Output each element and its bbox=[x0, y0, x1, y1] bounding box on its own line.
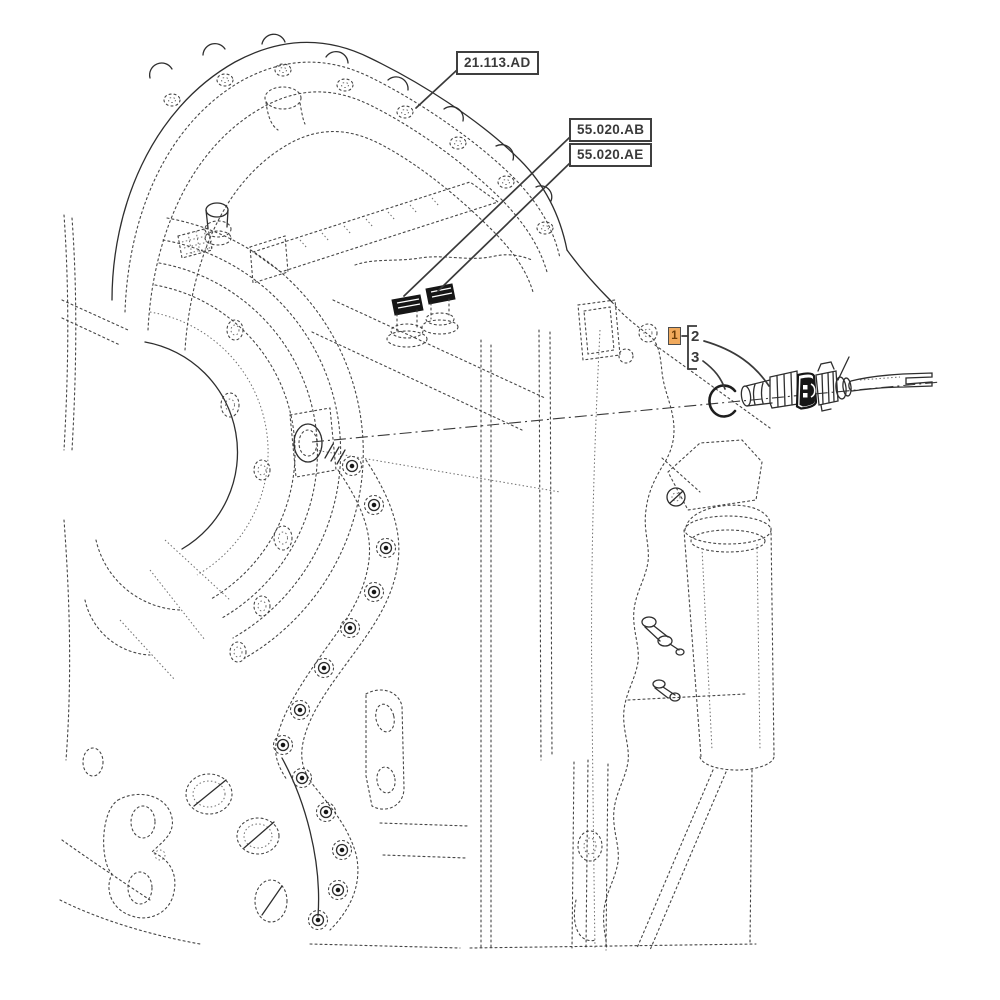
slotted-plug bbox=[185, 773, 233, 815]
axis-centerline bbox=[311, 381, 941, 493]
callout-3-label: 3 bbox=[691, 349, 700, 366]
slotted-plug bbox=[236, 817, 280, 855]
case-body bbox=[309, 249, 771, 951]
roller-chain bbox=[272, 443, 400, 931]
ref-label-55-020-AB[interactable]: 55.020.AB bbox=[569, 118, 653, 142]
accumulator-canister bbox=[636, 439, 775, 951]
vent-grille bbox=[177, 227, 214, 259]
hydraulic-fittings bbox=[641, 616, 685, 702]
harness-connector bbox=[815, 356, 933, 412]
side-bracket-oval-holes bbox=[365, 689, 405, 810]
callout-2-label: 2 bbox=[691, 328, 700, 345]
terminal-lead bbox=[848, 372, 933, 392]
callout-1-highlighted[interactable]: 1 bbox=[668, 327, 681, 345]
cross-beam bbox=[249, 86, 500, 284]
flange-bolt-holes bbox=[163, 63, 554, 235]
breather-cap bbox=[204, 202, 232, 246]
connector-port-left bbox=[386, 294, 428, 348]
callout-1-label: 1 bbox=[671, 330, 678, 342]
bottom-rib bbox=[571, 759, 609, 949]
bell-housing bbox=[59, 214, 364, 945]
sensor-boss bbox=[289, 407, 337, 478]
o-ring bbox=[708, 384, 737, 418]
chain-rollers bbox=[272, 455, 397, 931]
ref-label-21-113-AD[interactable]: 21.113.AD bbox=[456, 51, 539, 75]
ref-label-text: 55.020.AE bbox=[577, 147, 644, 162]
ref-label-text: 21.113.AD bbox=[464, 55, 531, 70]
speed-sensor bbox=[740, 370, 818, 410]
connector-port-right bbox=[421, 283, 459, 335]
callout-3[interactable]: 3 bbox=[691, 350, 699, 365]
slotted-plug bbox=[254, 879, 288, 923]
ref-label-text: 55.020.AB bbox=[577, 122, 645, 137]
ref-label-55-020-AE[interactable]: 55.020.AE bbox=[569, 143, 652, 167]
bell-flange-bolt-holes bbox=[220, 319, 293, 663]
connector-ports bbox=[386, 283, 459, 348]
callout-2[interactable]: 2 bbox=[691, 329, 699, 344]
lower-hub-and-plugs bbox=[82, 747, 288, 923]
leader-lines bbox=[403, 69, 770, 390]
